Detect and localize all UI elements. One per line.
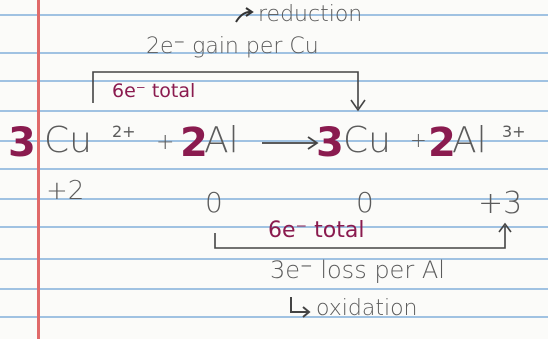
ruled-line [0,110,548,112]
reduction-label: reduction [258,2,363,27]
product2-species: Al [452,120,487,161]
electron-gain-text: 2e⁻ gain per Cu [146,34,319,59]
ruled-line [0,80,548,82]
reactant2-species: Al [204,120,239,161]
top-total-electrons: 6e⁻ total [112,80,196,102]
reactant1-species: Cu [44,120,92,161]
reactant2-coefficient: 2 [180,120,208,166]
ruled-line [0,258,548,260]
ruled-line [0,140,548,142]
ruled-line [0,52,548,54]
product1-coefficient: 3 [316,120,344,166]
reactant1-coefficient: 3 [8,120,36,166]
oxidation-state-product1: 0 [356,186,374,219]
ruled-line [0,198,548,200]
ruled-line [0,168,548,170]
ruled-line [0,288,548,290]
ruled-line [0,14,548,16]
top-bracket-arrowhead-icon [350,99,366,112]
product2-coefficient: 2 [428,120,456,166]
oxidation-state-reactant1: +2 [46,176,85,206]
plus-sign: + [410,128,427,152]
oxidation-label: oxidation [316,296,418,321]
ruled-line [0,316,548,318]
oxidation-arrow-icon [290,297,308,313]
margin-line [37,0,40,339]
plus-sign: + [156,130,175,155]
oxidation-state-product2: +3 [478,186,523,221]
product1-species: Cu [343,120,391,161]
bottom-total-electrons: 6e⁻ total [268,218,365,243]
oxidation-state-reactant2: 0 [205,186,223,219]
reactant1-charge: 2+ [112,122,136,141]
product2-charge: 3+ [502,122,526,141]
electron-loss-text: 3e⁻ loss per Al [270,256,445,284]
